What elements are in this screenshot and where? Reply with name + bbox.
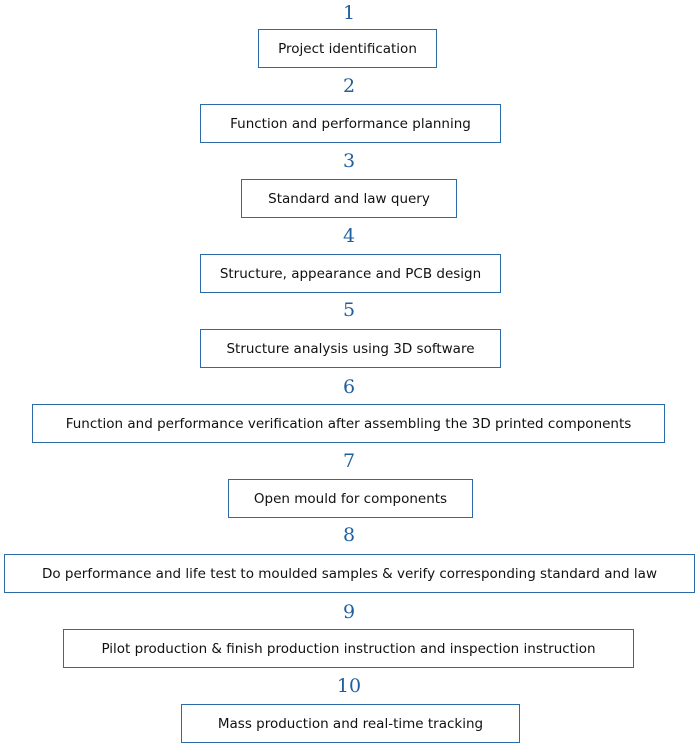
- step-box-pilot-production: Pilot production & finish production ins…: [63, 629, 634, 668]
- step-number-5: 5: [342, 299, 356, 321]
- step-box-function-verification-3d-printed: Function and performance verification af…: [32, 404, 665, 443]
- step-box-standard-law-query: Standard and law query: [241, 179, 457, 218]
- step-box-structure-appearance-pcb-design: Structure, appearance and PCB design: [200, 254, 501, 293]
- step-number-3: 3: [342, 150, 356, 172]
- step-number-7: 7: [342, 450, 356, 472]
- step-number-4: 4: [342, 225, 356, 247]
- step-number-8: 8: [342, 524, 356, 546]
- step-box-structure-analysis-3d-software: Structure analysis using 3D software: [200, 329, 501, 368]
- step-number-1: 1: [342, 2, 356, 24]
- step-box-performance-life-test: Do performance and life test to moulded …: [4, 554, 695, 593]
- step-box-open-mould: Open mould for components: [228, 479, 473, 518]
- step-number-2: 2: [342, 75, 356, 97]
- step-box-function-performance-planning: Function and performance planning: [200, 104, 501, 143]
- step-box-mass-production: Mass production and real-time tracking: [181, 704, 520, 743]
- step-number-10: 10: [336, 675, 362, 697]
- step-number-6: 6: [342, 376, 356, 398]
- step-number-9: 9: [342, 601, 356, 623]
- step-box-project-identification: Project identification: [258, 29, 437, 68]
